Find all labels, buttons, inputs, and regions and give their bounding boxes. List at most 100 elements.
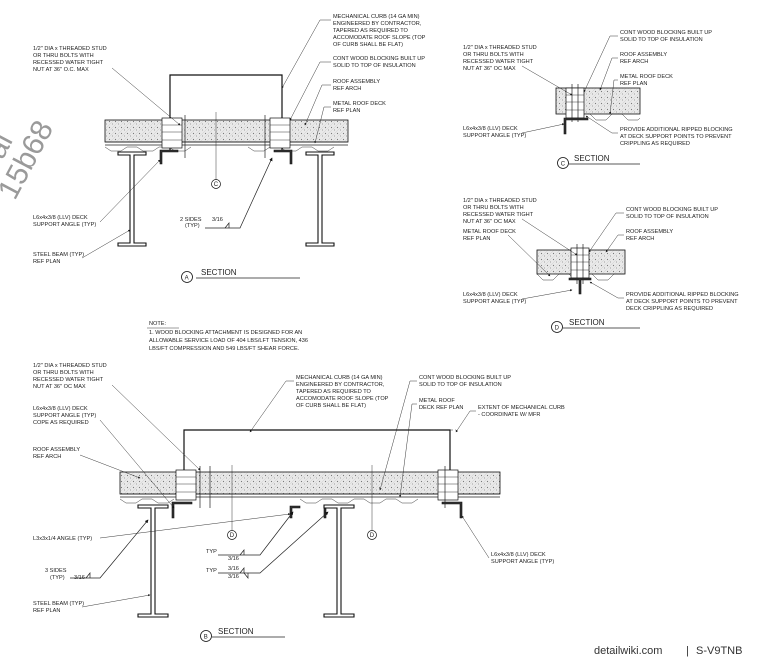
label-stud-a: 1/2" DIA x THREADED STUD OR THRU BOLTS W… xyxy=(33,46,107,73)
deck-flutes-d xyxy=(536,273,624,281)
svg-text:SOLID TO TOP OF INSULATION: SOLID TO TOP OF INSULATION xyxy=(419,382,502,388)
weld-typ-b-3: (TYP) xyxy=(50,575,65,581)
section-marker-c xyxy=(557,157,569,169)
svg-text:SUPPORT ANGLE (TYP): SUPPORT ANGLE (TYP) xyxy=(33,222,96,228)
leader-angle-c xyxy=(521,123,565,134)
section-marker-c-label: C xyxy=(561,161,566,167)
svg-text:TAPERED AS REQUIRED TO: TAPERED AS REQUIRED TO xyxy=(333,28,409,34)
weld-size-b-2a: 3/16 xyxy=(228,566,239,572)
leader-curb-a xyxy=(281,19,331,89)
svg-text:REF PLAN: REF PLAN xyxy=(33,608,60,614)
section-marker-a xyxy=(181,271,193,283)
svg-text:1/2" DIA x THREADED STUD: 1/2" DIA x THREADED STUD xyxy=(463,198,537,204)
svg-text:AT DECK SUPPORT POINTS TO PREV: AT DECK SUPPORT POINTS TO PREVENT xyxy=(626,299,738,305)
label-deck-c: METAL ROOF DECK REF PLAN xyxy=(620,74,673,87)
blocking-plies-a xyxy=(162,124,290,141)
callout-bubble-c xyxy=(211,179,221,189)
leader-angle-d xyxy=(521,289,573,300)
footer-separator: | xyxy=(686,645,689,657)
svg-text:STEEL BEAM (TYP): STEEL BEAM (TYP) xyxy=(33,252,84,258)
weld-size-a: 3/16 xyxy=(212,217,223,223)
label-roof-b: ROOF ASSEMBLY REF ARCH xyxy=(33,447,80,460)
svg-text:DECK REF PLAN: DECK REF PLAN xyxy=(419,405,463,411)
weld-symbol-b-2 xyxy=(218,511,329,574)
watermark-text-bottom: 15b68 xyxy=(0,115,60,204)
svg-text:1/2" DIA x THREADED STUD: 1/2" DIA x THREADED STUD xyxy=(33,46,107,52)
svg-text:RECESSED WATER TIGHT: RECESSED WATER TIGHT xyxy=(463,212,534,218)
leader-curb-b xyxy=(249,380,294,433)
leader-roof-b xyxy=(79,454,141,479)
deck-flutes-b xyxy=(119,498,419,504)
leader-roof-c xyxy=(599,57,618,91)
leader-small-angle-b xyxy=(99,513,291,539)
weld-size-b-2b: 3/16 xyxy=(228,574,239,580)
wood-blocking-c xyxy=(565,87,585,119)
deck-angle-left-b xyxy=(171,501,193,519)
label-roof-c: ROOF ASSEMBLY REF ARCH xyxy=(620,52,667,65)
label-beam-a: STEEL BEAM (TYP) REF PLAN xyxy=(33,252,84,265)
label-blocking-d: CONT WOOD BLOCKING BUILT UP SOLID TO TOP… xyxy=(626,207,718,220)
callout-bubble-d-right xyxy=(367,530,377,540)
label-stud-d: 1/2" DIA x THREADED STUD OR THRU BOLTS W… xyxy=(463,198,537,225)
leader-stud-c xyxy=(521,65,573,96)
svg-text:OR THRU BOLTS WITH: OR THRU BOLTS WITH xyxy=(463,52,524,58)
svg-text:ROOF ASSEMBLY: ROOF ASSEMBLY xyxy=(333,79,380,85)
callout-bubble-d-right-label: D xyxy=(370,533,375,539)
svg-text:STEEL BEAM (TYP): STEEL BEAM (TYP) xyxy=(33,601,84,607)
svg-text:CRIPPLING AS REQUIRED: CRIPPLING AS REQUIRED xyxy=(620,141,690,147)
svg-text:REF ARCH: REF ARCH xyxy=(333,86,361,92)
note-line-2: ALLOWABLE SERVICE LOAD OF 404 LBS/LFT TE… xyxy=(149,338,308,344)
svg-text:RECESSED WATER TIGHT: RECESSED WATER TIGHT xyxy=(33,60,104,66)
svg-text:L6x4x3/8 (LLV) DECK: L6x4x3/8 (LLV) DECK xyxy=(33,215,88,221)
svg-text:OF CURB SHALL BE FLAT): OF CURB SHALL BE FLAT) xyxy=(296,403,366,409)
leader-angle-right-b xyxy=(461,515,490,559)
label-curb-a: MECHANICAL CURB (14 GA MIN) ENGINEERED B… xyxy=(333,14,426,48)
label-deck-a: METAL ROOF DECK REF PLAN xyxy=(333,101,386,114)
svg-text:COPE AS REQUIRED: COPE AS REQUIRED xyxy=(33,420,89,426)
weld-typ-b-2: TYP xyxy=(206,568,217,574)
section-title-d: SECTION xyxy=(569,318,605,327)
roof-insulation-a xyxy=(104,119,349,143)
label-roof-a: ROOF ASSEMBLY REF ARCH xyxy=(333,79,380,92)
weld-symbol-b-1 xyxy=(218,511,294,556)
svg-text:SOLID TO TOP OF INSULATION: SOLID TO TOP OF INSULATION xyxy=(620,37,703,43)
leader-deck-c xyxy=(609,79,618,115)
label-ripped-c: PROVIDE ADDITIONAL RIPPED BLOCKING AT DE… xyxy=(620,127,733,147)
label-angle-right-b: L6x4x3/8 (LLV) DECK SUPPORT ANGLE (TYP) xyxy=(491,552,554,565)
steel-beam-left-a xyxy=(117,151,147,247)
steel-beam-left-b xyxy=(137,504,169,618)
leader-deck-a xyxy=(314,106,331,144)
threaded-studs-c xyxy=(571,84,579,122)
svg-text:RECESSED WATER TIGHT: RECESSED WATER TIGHT xyxy=(463,59,534,65)
svg-text:NUT AT 36" O.C. MAX: NUT AT 36" O.C. MAX xyxy=(33,67,89,73)
label-stud-b: 1/2" DIA x THREADED STUD OR THRU BOLTS W… xyxy=(33,363,107,390)
section-title-a: SECTION xyxy=(201,268,237,277)
svg-text:L6x4x3/8 (LLV) DECK: L6x4x3/8 (LLV) DECK xyxy=(33,406,88,412)
leader-stud-a xyxy=(111,67,181,126)
weld-symbol-b-3 xyxy=(70,519,149,579)
footer: detailwiki.com | S-V9TNB xyxy=(594,645,742,657)
svg-text:METAL ROOF: METAL ROOF xyxy=(419,398,455,404)
mechanical-curb-a xyxy=(169,74,283,150)
svg-text:REF PLAN: REF PLAN xyxy=(333,108,360,114)
svg-text:REF PLAN: REF PLAN xyxy=(463,236,490,242)
svg-text:DECK CRIPPLING AS REQUIRED: DECK CRIPPLING AS REQUIRED xyxy=(626,306,713,312)
svg-text:REF ARCH: REF ARCH xyxy=(33,454,61,460)
label-blocking-a: CONT WOOD BLOCKING BUILT UP SOLID TO TOP… xyxy=(333,56,425,69)
svg-text:ENGINEERED BY CONTRACTOR,: ENGINEERED BY CONTRACTOR, xyxy=(296,382,385,388)
blocking-plies-d xyxy=(571,254,589,271)
threaded-studs-a xyxy=(184,115,266,158)
weld-fillet-b-2 xyxy=(239,567,249,579)
svg-text:ENGINEERED BY CONTRACTOR,: ENGINEERED BY CONTRACTOR, xyxy=(333,21,422,27)
leader-angle-cope-b xyxy=(99,419,175,509)
svg-text:TAPERED AS REQUIRED TO: TAPERED AS REQUIRED TO xyxy=(296,389,372,395)
label-angle-c: L6x4x3/8 (LLV) DECK SUPPORT ANGLE (TYP) xyxy=(463,126,526,139)
svg-text:REF ARCH: REF ARCH xyxy=(620,59,648,65)
weld-fillet-b-3 xyxy=(85,572,91,579)
svg-text:- COORDINATE W/ MFR: - COORDINATE W/ MFR xyxy=(478,412,540,418)
steel-beam-right-b xyxy=(323,504,355,618)
section-marker-d xyxy=(551,321,563,333)
svg-text:ROOF ASSEMBLY: ROOF ASSEMBLY xyxy=(620,52,667,58)
label-blocking-c: CONT WOOD BLOCKING BUILT UP SOLID TO TOP… xyxy=(620,30,712,43)
callout-bubble-c-label: C xyxy=(214,182,219,188)
